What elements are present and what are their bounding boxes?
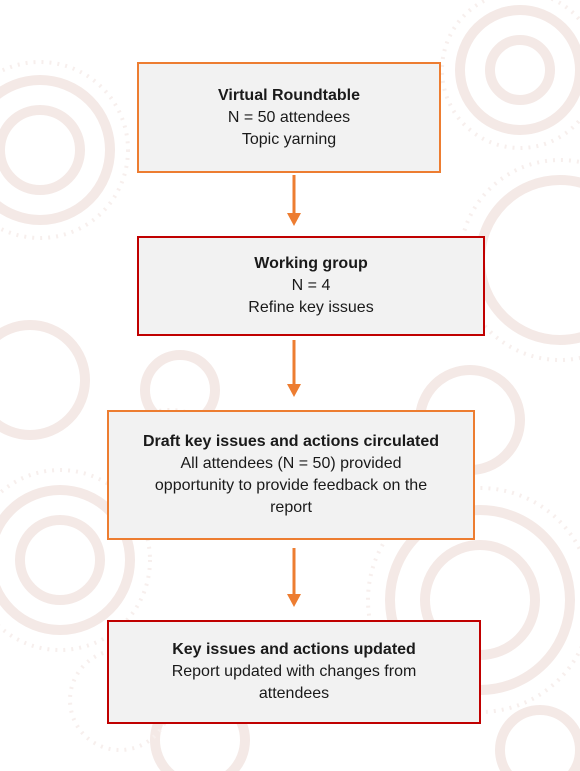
down-arrow-icon <box>287 175 301 226</box>
step-detail-line: Topic yarning <box>241 130 337 148</box>
down-arrow-icon <box>287 548 301 607</box>
step-detail-line: All attendees (N = 50) provided <box>180 455 402 472</box>
step-title: Virtual Roundtable <box>218 86 360 104</box>
step-title: Draft key issues and actions circulated <box>142 433 440 450</box>
step-key-issues-updated: Key issues and actions updated Report up… <box>107 620 481 724</box>
step-detail-line: Refine key issues <box>248 299 374 316</box>
step-virtual-roundtable: Virtual Roundtable N = 50 attendees Topi… <box>137 62 441 173</box>
step-detail-line: report <box>270 499 312 516</box>
step-detail-line: attendees <box>258 685 330 702</box>
step-title: Key issues and actions updated <box>172 641 416 658</box>
step-detail-line: Report updated with changes from <box>171 663 417 680</box>
step-detail-line: opportunity to provide feedback on the <box>154 477 428 494</box>
step-title: Working group <box>254 255 368 272</box>
step-draft-circulated: Draft key issues and actions circulated … <box>107 410 475 540</box>
down-arrow-icon <box>287 340 301 397</box>
step-working-group: Working group N = 4 Refine key issues <box>137 236 485 336</box>
step-detail-line: N = 4 <box>291 277 331 294</box>
step-detail-line: N = 50 attendees <box>227 108 351 126</box>
